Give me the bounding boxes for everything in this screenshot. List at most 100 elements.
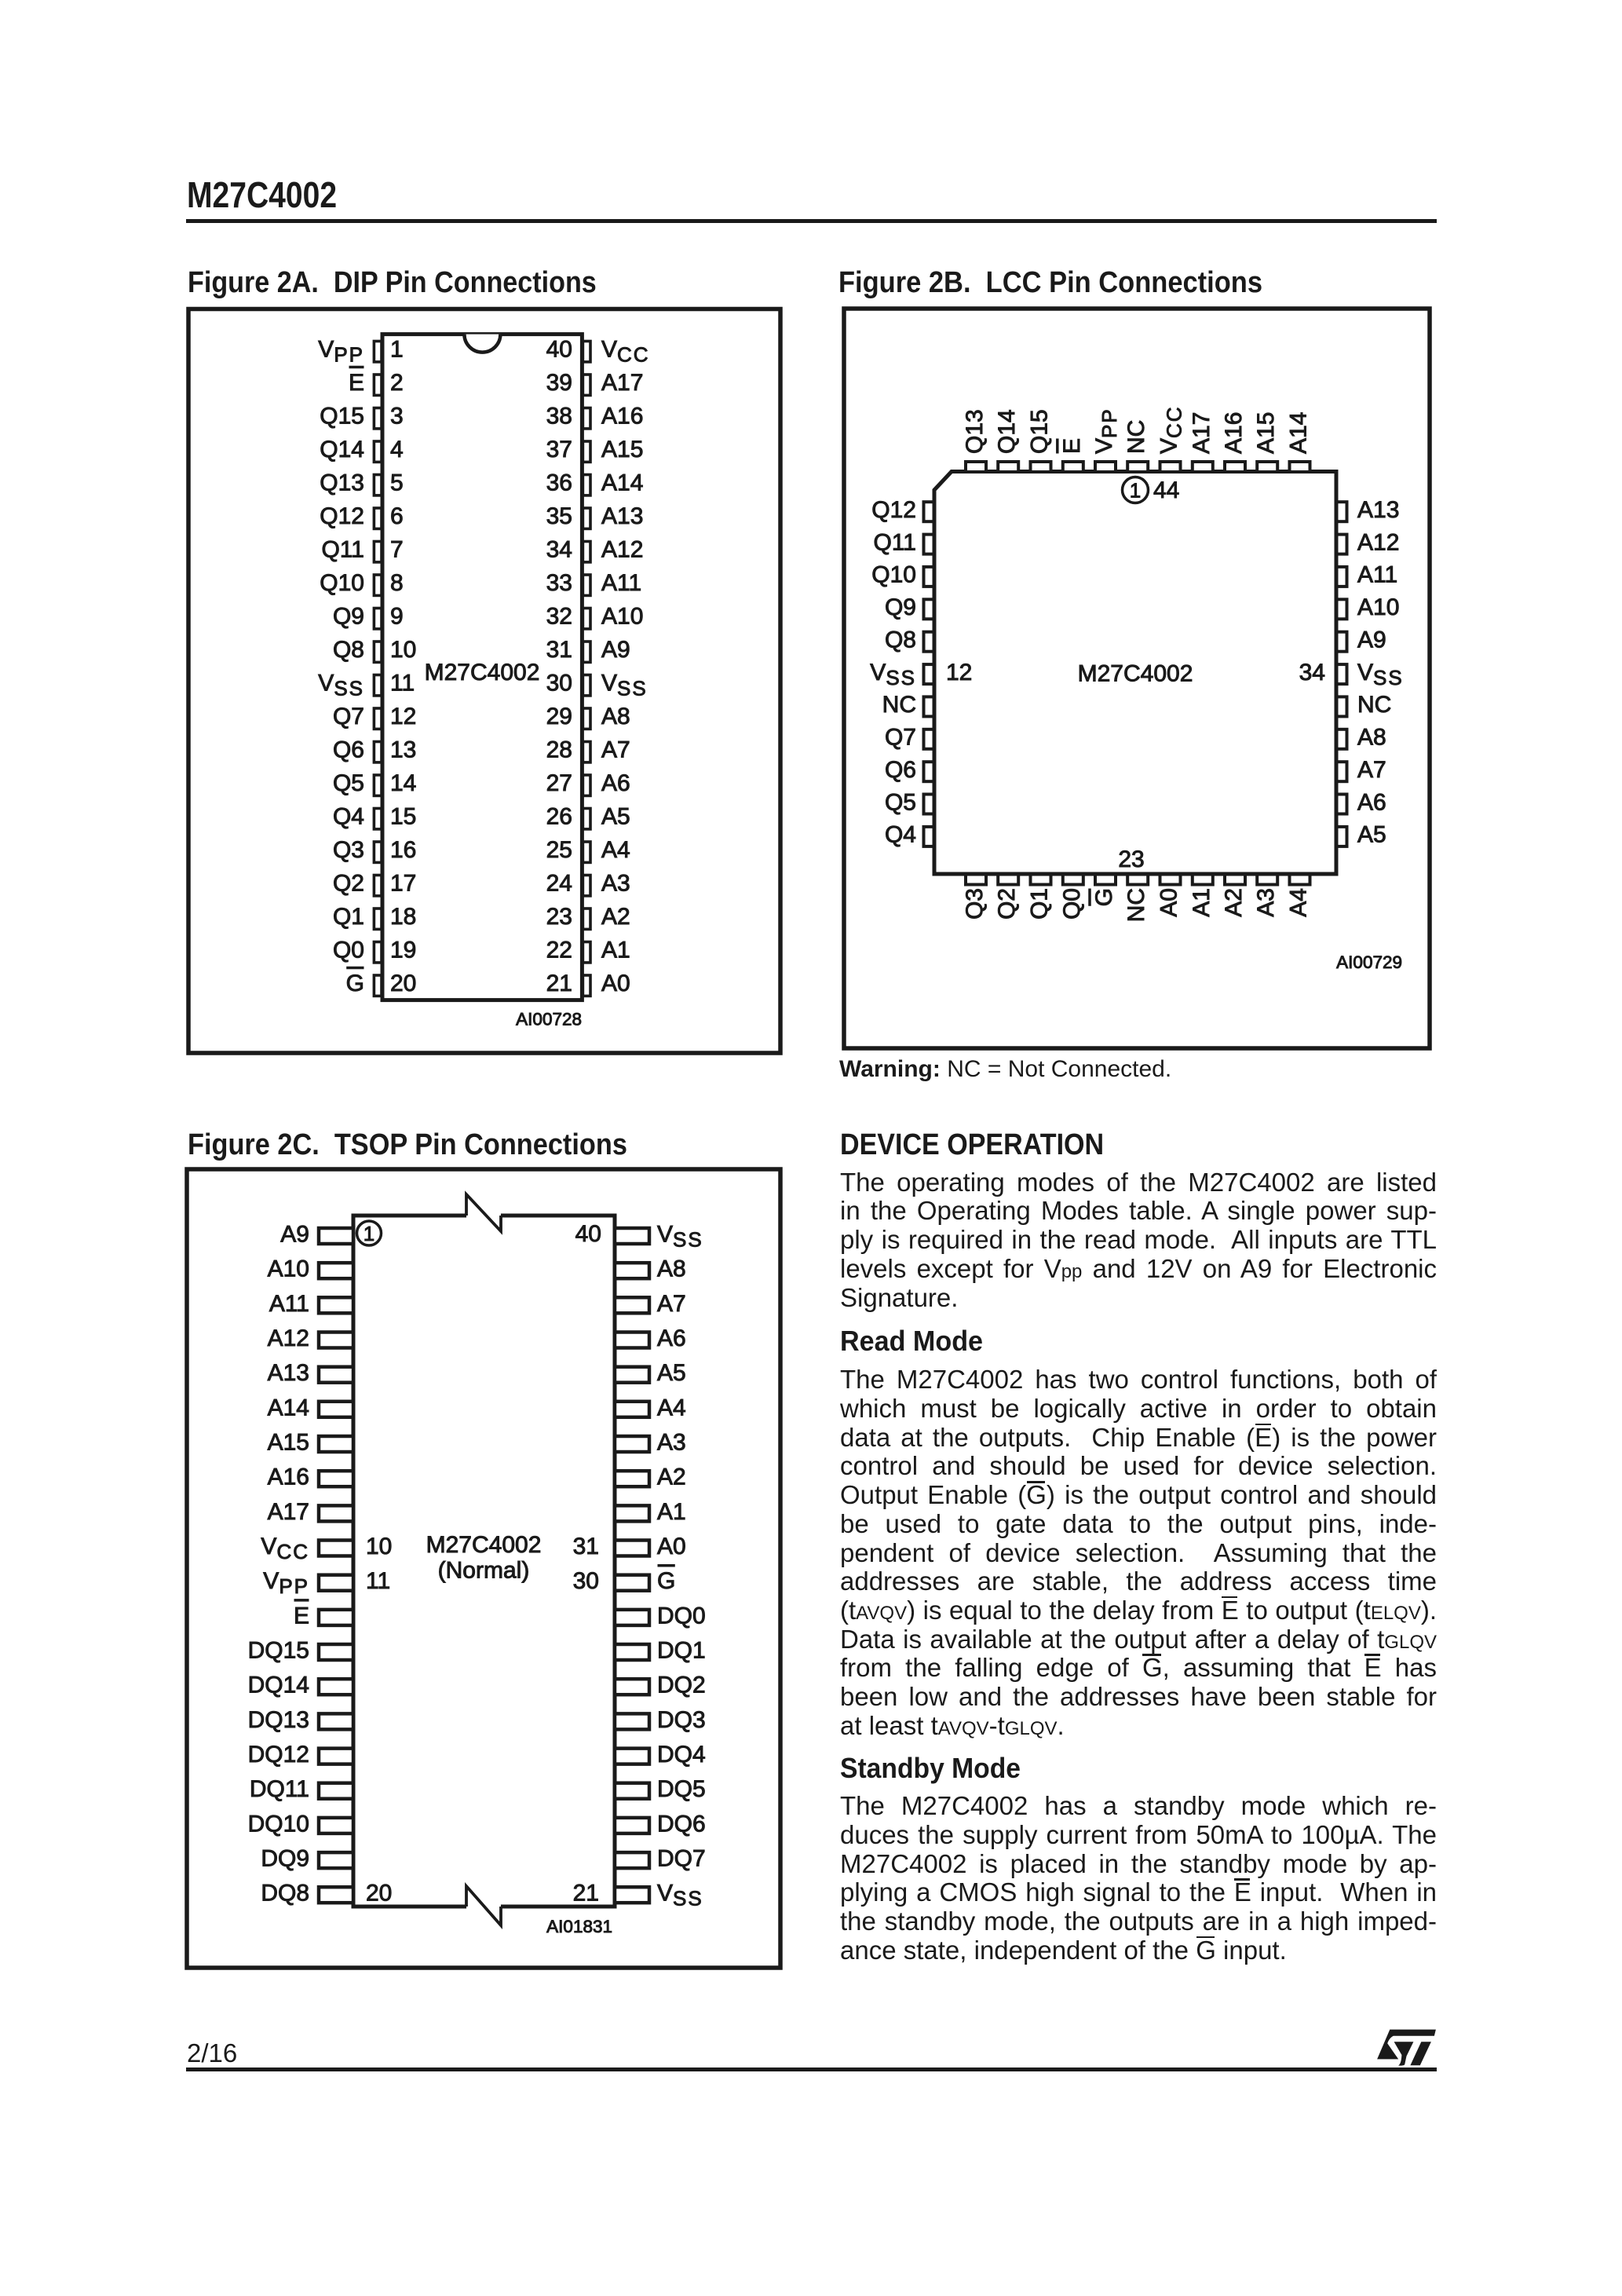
svg-text:Q9: Q9: [333, 604, 364, 630]
svg-text:Q3: Q3: [333, 837, 364, 863]
svg-text:10: 10: [390, 637, 416, 663]
svg-text:30: 30: [573, 1568, 599, 1594]
svg-text:DQ4: DQ4: [657, 1742, 706, 1768]
svg-text:A13: A13: [1357, 497, 1399, 523]
svg-text:VCC: VCC: [1156, 405, 1186, 454]
svg-text:40: 40: [575, 1221, 601, 1247]
svg-text:A4: A4: [601, 837, 630, 863]
svg-text:A17: A17: [601, 370, 643, 396]
svg-text:VPP: VPP: [1091, 408, 1121, 454]
svg-text:M27C4002: M27C4002: [426, 1532, 542, 1558]
svg-text:DQ8: DQ8: [261, 1881, 309, 1907]
svg-text:33: 33: [546, 570, 572, 596]
svg-text:A3: A3: [601, 871, 630, 897]
svg-text:E: E: [1059, 438, 1085, 454]
svg-text:A16: A16: [1221, 412, 1247, 454]
svg-text:E: E: [349, 370, 364, 396]
svg-text:7: 7: [390, 537, 404, 563]
svg-text:A9: A9: [280, 1222, 309, 1248]
svg-text:A5: A5: [657, 1360, 686, 1386]
svg-text:20: 20: [390, 971, 416, 996]
svg-text:37: 37: [546, 437, 572, 462]
svg-text:A3: A3: [657, 1430, 686, 1456]
svg-text:Q8: Q8: [333, 637, 364, 663]
svg-text:DQ14: DQ14: [248, 1673, 309, 1698]
svg-text:6: 6: [390, 503, 404, 529]
svg-text:A15: A15: [1253, 412, 1279, 454]
svg-text:DQ1: DQ1: [657, 1638, 706, 1664]
svg-text:G: G: [346, 971, 364, 996]
svg-text:A12: A12: [1357, 529, 1399, 555]
svg-text:DQ2: DQ2: [657, 1673, 706, 1698]
svg-text:VSS: VSS: [657, 1222, 703, 1252]
svg-text:40: 40: [546, 337, 572, 363]
svg-text:A14: A14: [268, 1395, 309, 1420]
svg-text:A2: A2: [657, 1464, 686, 1490]
svg-text:A6: A6: [601, 770, 630, 796]
svg-text:A1: A1: [601, 938, 630, 963]
svg-text:VSS: VSS: [657, 1881, 703, 1910]
svg-text:27: 27: [546, 770, 572, 796]
svg-text:34: 34: [546, 537, 572, 563]
svg-text:DQ5: DQ5: [657, 1776, 706, 1802]
svg-text:DQ13: DQ13: [248, 1707, 309, 1733]
svg-text:A1: A1: [1189, 888, 1215, 917]
svg-text:DQ0: DQ0: [657, 1603, 706, 1629]
svg-text:DQ11: DQ11: [250, 1776, 309, 1802]
svg-text:VSS: VSS: [870, 660, 916, 689]
svg-text:NC: NC: [882, 692, 916, 718]
svg-text:Q8: Q8: [885, 627, 916, 653]
svg-text:34: 34: [1299, 660, 1325, 686]
svg-text:31: 31: [573, 1534, 599, 1559]
svg-text:21: 21: [573, 1881, 599, 1907]
svg-text:Q9: Q9: [885, 594, 916, 620]
svg-text:A14: A14: [601, 470, 643, 496]
svg-text:AI01831: AI01831: [546, 1917, 612, 1936]
svg-text:A5: A5: [601, 804, 630, 830]
svg-text:Q1: Q1: [333, 904, 364, 930]
svg-text:VCC: VCC: [601, 337, 650, 367]
svg-text:Q11: Q11: [874, 529, 916, 555]
svg-text:Q15: Q15: [320, 404, 364, 430]
svg-text:Q13: Q13: [962, 409, 988, 454]
svg-text:VCC: VCC: [261, 1534, 309, 1563]
svg-text:9: 9: [390, 604, 404, 630]
svg-text:18: 18: [390, 904, 416, 930]
svg-text:Q2: Q2: [994, 888, 1020, 919]
svg-text:10: 10: [366, 1534, 392, 1559]
svg-text:A2: A2: [1221, 888, 1247, 917]
svg-text:A6: A6: [1357, 789, 1386, 815]
svg-text:1: 1: [390, 337, 404, 363]
svg-text:12: 12: [390, 704, 416, 729]
svg-text:A16: A16: [601, 404, 643, 430]
svg-text:Q7: Q7: [885, 725, 916, 751]
svg-text:DQ12: DQ12: [248, 1742, 309, 1768]
svg-text:32: 32: [546, 604, 572, 630]
svg-text:5: 5: [390, 470, 404, 496]
svg-text:4: 4: [390, 437, 404, 462]
svg-text:NC: NC: [1123, 420, 1149, 454]
svg-text:M27C4002: M27C4002: [425, 660, 540, 686]
svg-text:DQ10: DQ10: [248, 1811, 309, 1837]
svg-text:A8: A8: [657, 1256, 686, 1282]
svg-text:Q10: Q10: [871, 562, 916, 588]
svg-text:Q12: Q12: [871, 497, 916, 523]
svg-text:VSS: VSS: [318, 671, 364, 700]
svg-text:A6: A6: [657, 1325, 686, 1351]
svg-text:Q6: Q6: [885, 757, 916, 783]
svg-text:Q12: Q12: [320, 503, 364, 529]
svg-text:AI00728: AI00728: [516, 1010, 582, 1029]
svg-text:Q0: Q0: [1059, 888, 1085, 919]
svg-text:Q1: Q1: [1027, 888, 1053, 919]
svg-text:VPP: VPP: [318, 337, 364, 367]
svg-text:A13: A13: [601, 503, 643, 529]
svg-text:A11: A11: [601, 570, 641, 596]
svg-text:A0: A0: [1156, 888, 1182, 917]
svg-text:Q4: Q4: [333, 804, 364, 830]
svg-text:A7: A7: [601, 737, 630, 763]
svg-text:AI00729: AI00729: [1336, 952, 1402, 972]
svg-text:G: G: [1091, 888, 1117, 906]
svg-text:A4: A4: [1286, 888, 1312, 917]
svg-text:11: 11: [390, 671, 415, 696]
svg-text:A10: A10: [601, 604, 643, 630]
